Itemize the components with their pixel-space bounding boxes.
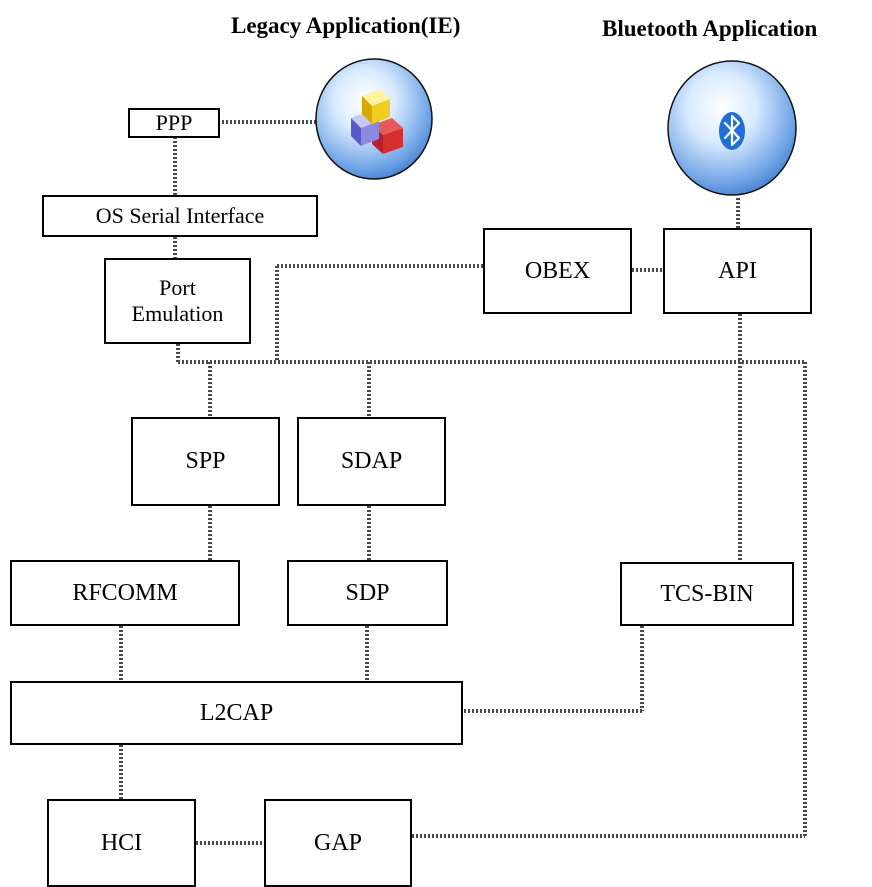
spp-box: SPP	[131, 417, 280, 506]
api-box: API	[663, 228, 812, 314]
sdap-box: SDAP	[297, 417, 446, 506]
bluetooth-app-title: Bluetooth Application	[602, 16, 818, 41]
rfcomm-box: RFCOMM	[10, 560, 240, 626]
legacy-app-title: Legacy Application(IE)	[231, 13, 461, 38]
hci-box: HCI	[47, 799, 196, 887]
bluetooth-app-globe	[667, 60, 797, 196]
obex-box: OBEX	[483, 228, 632, 314]
bluetooth-icon	[719, 112, 745, 150]
l2cap-box: L2CAP	[10, 681, 463, 745]
os-serial-interface-box: OS Serial Interface	[42, 195, 318, 237]
gap-box: GAP	[264, 799, 412, 887]
sdp-box: SDP	[287, 560, 448, 626]
cubes-icon	[351, 89, 403, 154]
ppp-box: PPP	[128, 108, 220, 138]
legacy-app-globe	[315, 58, 433, 180]
tcs-bin-box: TCS-BIN	[620, 562, 794, 626]
port-emulation-box: Port Emulation	[104, 258, 251, 344]
